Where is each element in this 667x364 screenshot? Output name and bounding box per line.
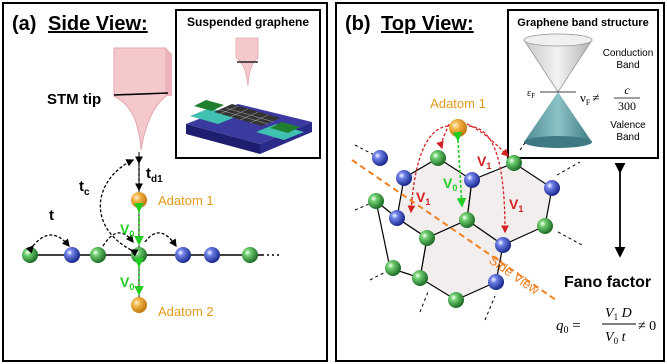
atom-blue	[396, 170, 412, 186]
atom-green	[506, 155, 522, 171]
inset-b-title: Graphene band structure	[517, 17, 648, 29]
v1-label-top: V1	[477, 153, 491, 171]
inset-a-title: Suspended graphene	[187, 15, 309, 29]
atom-blue	[64, 247, 80, 263]
adatom-1-top	[449, 119, 467, 137]
atom-blue	[464, 172, 480, 188]
panel-b-title: Top View:	[381, 13, 474, 35]
side-view-line	[351, 159, 557, 301]
v0-label-bottom: V0	[120, 274, 134, 292]
inset-suspended-graphene: Suspended graphene	[175, 9, 321, 159]
v0-label-top: V0	[120, 221, 134, 239]
atom-green	[22, 247, 38, 263]
valence-label-2: Band	[616, 132, 639, 143]
adatom-2-label: Adatom 2	[158, 304, 214, 319]
atom-blue	[389, 210, 405, 226]
svg-text:≠ 0: ≠ 0	[638, 319, 656, 334]
v1-label-left: V1	[416, 189, 430, 207]
vf-denominator: 300	[618, 99, 636, 113]
atom-green	[448, 292, 464, 308]
conduction-label-2: Band	[616, 60, 639, 71]
atom-blue	[488, 274, 504, 290]
atom-green	[90, 247, 106, 263]
atom-green	[430, 150, 446, 166]
svg-text:V1 D: V1 D	[605, 306, 632, 322]
atom-blue	[204, 247, 220, 263]
atom-green	[537, 218, 553, 234]
lattice-atoms	[368, 150, 560, 308]
inset-band-structure: Graphene band structure εF Conduction Ba…	[507, 9, 659, 159]
panel-b-letter: (b)	[345, 13, 371, 35]
svg-text:q0 =: q0 =	[556, 318, 581, 336]
adatom-1-label: Adatom 1	[158, 193, 214, 208]
vf-numerator: c	[624, 83, 630, 97]
td1-label: td1	[146, 165, 163, 185]
fano-label: Fano factor	[564, 274, 651, 291]
t-label: t	[49, 207, 54, 224]
v0-label-top-view: V0	[443, 175, 457, 193]
atom-green	[412, 270, 428, 286]
atom-blue	[175, 247, 191, 263]
tc-label: tc	[79, 178, 90, 198]
vf-symbol: νF≠	[580, 90, 599, 107]
atom-green	[368, 193, 384, 209]
v0-arrow-top	[452, 131, 467, 208]
atom-green	[385, 260, 401, 276]
fano-formula: q0 = V1 D V0 t ≠ 0	[556, 306, 656, 346]
atom-green	[242, 247, 258, 263]
atom-green	[419, 230, 435, 246]
panel-a-letter: (a)	[12, 13, 36, 35]
conduction-label-1: Conduction	[603, 48, 654, 59]
adatom-1	[131, 192, 147, 208]
atom-blue	[372, 150, 388, 166]
svg-text:V0 t: V0 t	[605, 330, 627, 346]
v1-arrows	[407, 123, 509, 234]
valence-label-1: Valence	[610, 120, 646, 131]
atom-blue	[544, 180, 560, 196]
panel-a-title: Side View:	[48, 13, 148, 35]
stm-tip-label: STM tip	[47, 91, 101, 108]
atom-green-center	[131, 247, 147, 263]
adatom-2	[131, 297, 147, 313]
fermi-label: εF	[527, 88, 535, 100]
stm-tip	[113, 47, 172, 151]
atom-green	[459, 212, 475, 228]
v1-label-right: V1	[509, 196, 523, 214]
adatom-1-top-label: Adatom 1	[430, 96, 486, 111]
hopping-arrows	[25, 156, 177, 257]
atom-blue	[495, 237, 511, 253]
